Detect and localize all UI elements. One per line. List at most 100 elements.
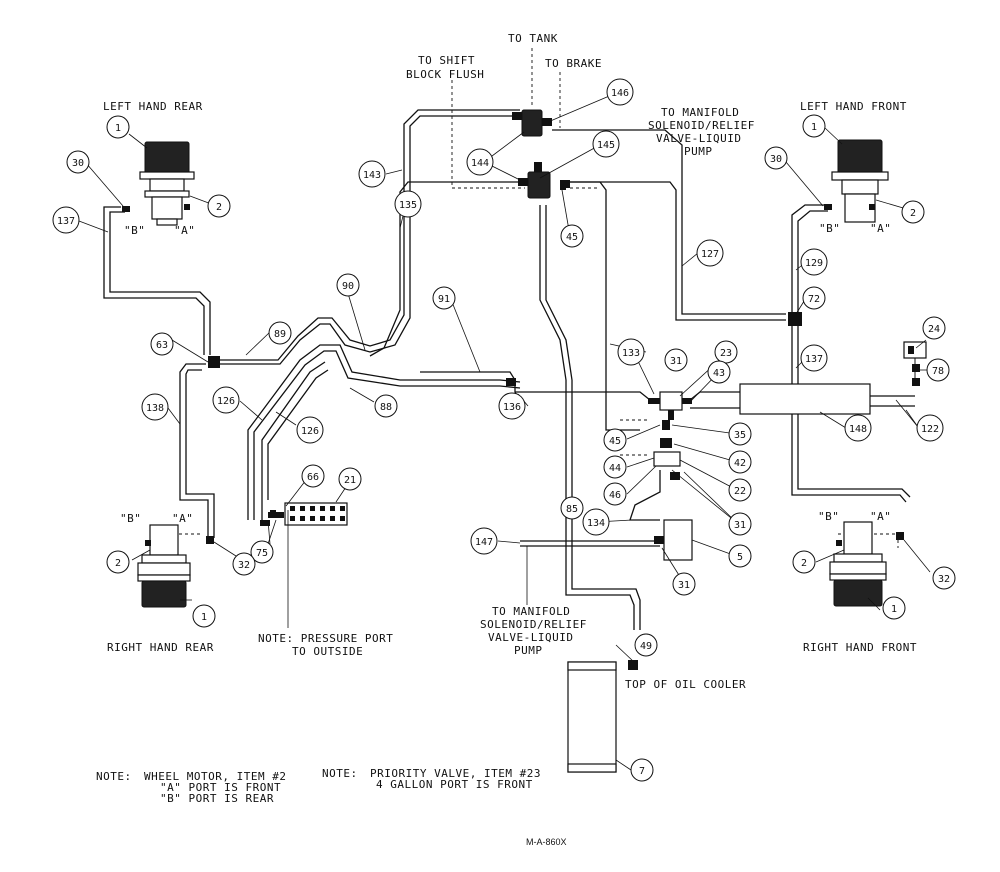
text-labels: LEFT HAND REAR LEFT HAND FRONT RIGHT HAN… [96, 32, 917, 847]
label-wheel-note-3: "B" PORT IS REAR [160, 792, 274, 805]
callout-21: 21 [338, 467, 362, 491]
label-to-brake: TO BRAKE [545, 57, 602, 70]
callout-126-b: 126 [296, 416, 324, 444]
svg-text:147: 147 [475, 537, 493, 548]
svg-text:78: 78 [932, 366, 944, 377]
svg-text:23: 23 [720, 348, 732, 359]
svg-text:143: 143 [363, 170, 381, 181]
svg-text:45: 45 [566, 232, 578, 243]
svg-text:1: 1 [891, 604, 897, 615]
svg-text:30: 30 [72, 158, 84, 169]
callout-88: 88 [374, 394, 398, 418]
label-note-priority: NOTE: [322, 767, 358, 780]
svg-text:45: 45 [609, 436, 621, 447]
callout-63: 63 [150, 332, 174, 356]
label-pressure-note-2: TO OUTSIDE [292, 645, 363, 658]
svg-text:129: 129 [805, 258, 823, 269]
svg-text:90: 90 [342, 281, 354, 292]
label-manifold-bot-3: VALVE-LIQUID [488, 631, 573, 644]
label-right-hand-front: RIGHT HAND FRONT [803, 641, 917, 654]
callout-89: 89 [268, 321, 292, 345]
label-manifold-bot-4: PUMP [514, 644, 543, 657]
svg-text:88: 88 [380, 402, 392, 413]
svg-text:134: 134 [587, 518, 605, 529]
callout-143: 143 [358, 160, 386, 188]
label-port-a-rhr: "A" [172, 512, 193, 525]
callout-42: 42 [728, 450, 752, 474]
callout-24: 24 [922, 316, 946, 340]
callout-22: 22 [728, 478, 752, 502]
callout-90: 90 [336, 273, 360, 297]
label-top-of-oil-cooler: TOP OF OIL COOLER [625, 678, 746, 691]
callout-2-rhr: 2 [106, 550, 130, 574]
callout-137-lhr: 137 [52, 206, 80, 234]
label-manifold-bot-2: SOLENOID/RELIEF [480, 618, 587, 631]
callout-91: 91 [432, 286, 456, 310]
svg-text:91: 91 [438, 294, 450, 305]
label-to-tank: TO TANK [508, 32, 558, 45]
reservoir-148 [739, 383, 871, 415]
callout-133: 133 [617, 338, 645, 366]
label-port-a-rhf: "A" [870, 510, 891, 523]
callout-35: 35 [728, 422, 752, 446]
label-port-a-lhr: "A" [174, 224, 195, 237]
svg-text:21: 21 [344, 475, 356, 486]
callout-1-lhr: 1 [106, 115, 130, 139]
oil-cooler-7 [567, 660, 638, 773]
svg-text:30: 30 [770, 154, 782, 165]
svg-text:89: 89 [274, 329, 286, 340]
callout-46: 46 [603, 482, 627, 506]
callout-135: 135 [394, 190, 422, 218]
label-right-hand-rear: RIGHT HAND REAR [107, 641, 214, 654]
svg-text:2: 2 [801, 558, 807, 569]
label-left-hand-rear: LEFT HAND REAR [103, 100, 203, 113]
callout-43: 43 [707, 360, 731, 384]
misc-fittings [208, 184, 566, 526]
label-wheel-note-2: "A" PORT IS FRONT [160, 781, 281, 794]
callout-134: 134 [582, 508, 610, 536]
wheel-motor-right-front [829, 521, 904, 607]
callout-2-lhr: 2 [207, 194, 231, 218]
callout-137-rf: 137 [800, 344, 828, 372]
label-wheel-note-1: WHEEL MOTOR, ITEM #2 [144, 770, 286, 783]
callout-138: 138 [141, 393, 169, 421]
svg-text:136: 136 [503, 402, 521, 413]
callout-127: 127 [696, 239, 724, 267]
leader-lines [78, 93, 931, 771]
callout-44: 44 [603, 455, 627, 479]
tee-72 [788, 312, 802, 326]
svg-text:44: 44 [609, 463, 621, 474]
label-left-hand-front: LEFT HAND FRONT [800, 100, 907, 113]
label-to-shift: TO SHIFT [418, 54, 475, 67]
filter-5 [654, 519, 693, 561]
callout-66: 66 [301, 464, 325, 488]
svg-text:145: 145 [597, 140, 615, 151]
callout-bubbles: 1 2 30 137 63 138 89 90 91 126 126 88 66… [52, 78, 956, 782]
callout-45-mid: 45 [603, 428, 627, 452]
label-manifold-top-1: TO MANIFOLD [661, 106, 739, 119]
svg-text:2: 2 [216, 202, 222, 213]
callout-1-lhf: 1 [802, 114, 826, 138]
label-port-b-lhr: "B" [124, 224, 145, 237]
svg-text:35: 35 [734, 430, 746, 441]
svg-text:32: 32 [238, 560, 250, 571]
svg-text:146: 146 [611, 88, 629, 99]
fitting-24 [903, 341, 927, 386]
callout-45-top: 45 [560, 224, 584, 248]
svg-text:66: 66 [307, 472, 319, 483]
wheel-motor-left-front [824, 139, 889, 223]
callout-2-lhf: 2 [901, 200, 925, 224]
svg-text:72: 72 [808, 294, 820, 305]
svg-text:31: 31 [678, 580, 690, 591]
svg-text:127: 127 [701, 249, 719, 260]
callout-1-rhr: 1 [192, 604, 216, 628]
callout-32-rhf: 32 [932, 566, 956, 590]
svg-text:122: 122 [921, 424, 939, 435]
label-manifold-top-2: SOLENOID/RELIEF [648, 119, 755, 132]
svg-text:22: 22 [734, 486, 746, 497]
label-manifold-top-3: VALVE-LIQUID [656, 132, 741, 145]
callout-32-rhr: 32 [232, 552, 256, 576]
svg-text:137: 137 [805, 354, 823, 365]
callout-23: 23 [714, 340, 738, 364]
svg-text:1: 1 [811, 122, 817, 133]
